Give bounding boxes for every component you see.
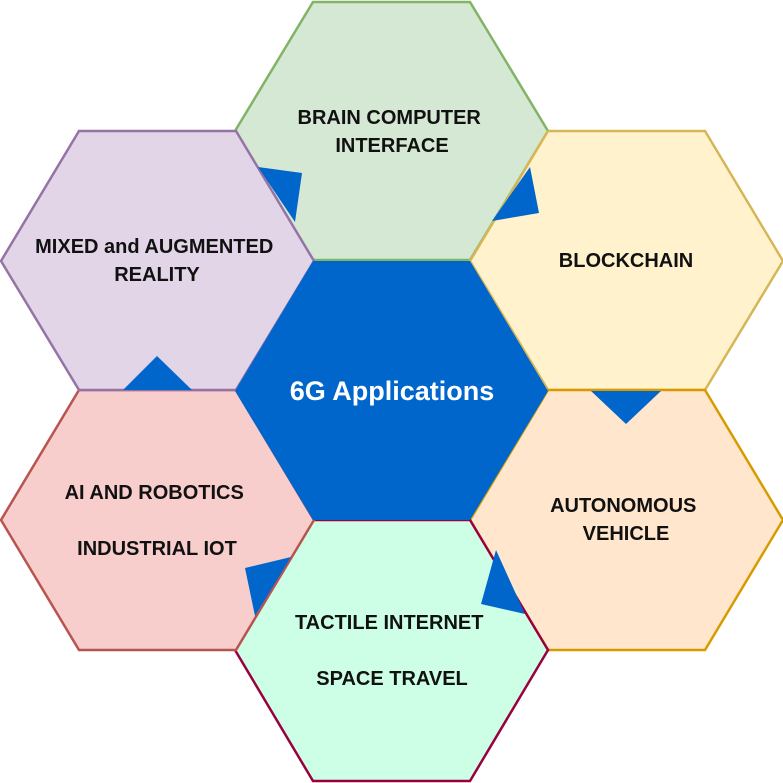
hex-center-6g-applications: 6G Applications: [235, 261, 548, 520]
connector-ai-to-mixed: [123, 356, 192, 390]
center-label: 6G Applications: [290, 376, 495, 406]
hex-ai-and-robotics: AI AND ROBOTICS INDUSTRIAL IOT: [0, 388, 316, 652]
connector-arrows: [123, 167, 661, 616]
hex-label-autonomous: AUTONOMOUS VEHICLE: [550, 495, 702, 545]
connector-mixed-to-brain: [258, 167, 302, 222]
connector-ai-to-tactile: [245, 557, 291, 616]
connector-blockchain-to-autonomous: [591, 391, 661, 424]
hex-label-mixed: MIXED and AUGMENTED REALITY: [35, 236, 279, 286]
connector-autonomous-to-tactile: [481, 550, 525, 614]
hex-label-tactile: TACTILE INTERNET SPACE TRAVEL: [295, 612, 489, 690]
hex-label-ai: AI AND ROBOTICS INDUSTRIAL IOT: [65, 482, 250, 560]
hex-label-brain: BRAIN COMPUTER INTERFACE: [298, 107, 487, 157]
connector-brain-to-blockchain: [492, 167, 539, 221]
hex-label-blockchain: BLOCKCHAIN: [559, 250, 693, 272]
